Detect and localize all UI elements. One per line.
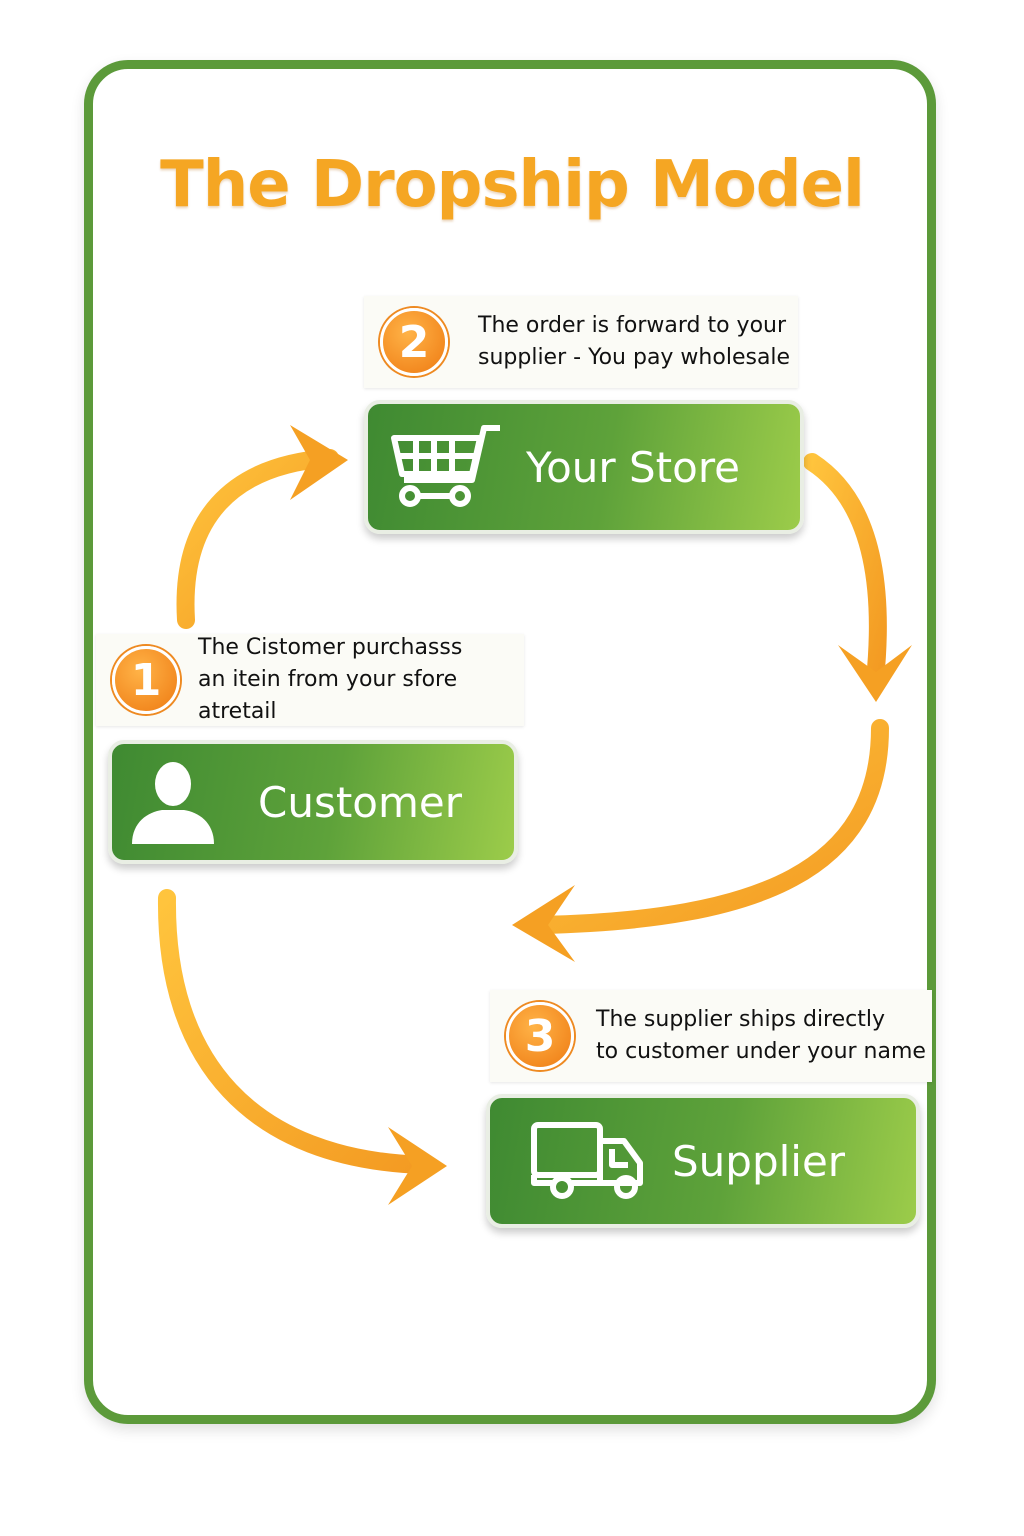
step-2-note: 2 The order is forward to your supplier -… <box>364 296 798 388</box>
step-text: The supplier ships directly <box>596 1007 886 1032</box>
arrowhead-right-icon <box>290 425 348 500</box>
box-label: Your Store <box>526 442 741 492</box>
step-number-badge: 1 <box>112 646 180 714</box>
arrowhead-left-icon <box>512 885 575 962</box>
page-title: The Dropship Model <box>160 148 865 222</box>
step-text: The Cistomer purchasss <box>198 635 463 660</box>
your-store-box: Your Store <box>364 400 804 534</box>
arrowhead-right-icon <box>388 1127 447 1205</box>
shopping-cart-icon <box>391 425 500 507</box>
arrow-customer-to-supplier <box>157 889 434 1174</box>
step-text: to customer under your name <box>596 1039 926 1064</box>
arrowhead-down-icon <box>838 645 912 702</box>
arrow-store-to-supplier-down <box>803 453 887 689</box>
step-number-badge: 2 <box>380 308 448 376</box>
person-icon <box>132 762 214 844</box>
arrow-customer-to-store <box>176 449 339 629</box>
truck-icon <box>531 1122 643 1199</box>
arrow-to-customer-left <box>531 719 889 934</box>
step-text: supplier - You pay wholesale <box>478 345 791 370</box>
customer-box: Customer <box>108 740 518 864</box>
step-text: an itein from your sfore atretail <box>198 667 458 724</box>
step-1-note: 1 The Cistomer purchasss an itein from yo… <box>96 634 524 726</box>
supplier-box: Supplier <box>486 1094 920 1228</box>
box-label: Supplier <box>672 1136 846 1186</box>
step-3-note: 3 The supplier ships directly to customer… <box>490 990 932 1082</box>
step-text: The order is forward to your <box>478 313 787 338</box>
step-number-badge: 3 <box>506 1002 574 1070</box>
box-label: Customer <box>258 777 463 827</box>
